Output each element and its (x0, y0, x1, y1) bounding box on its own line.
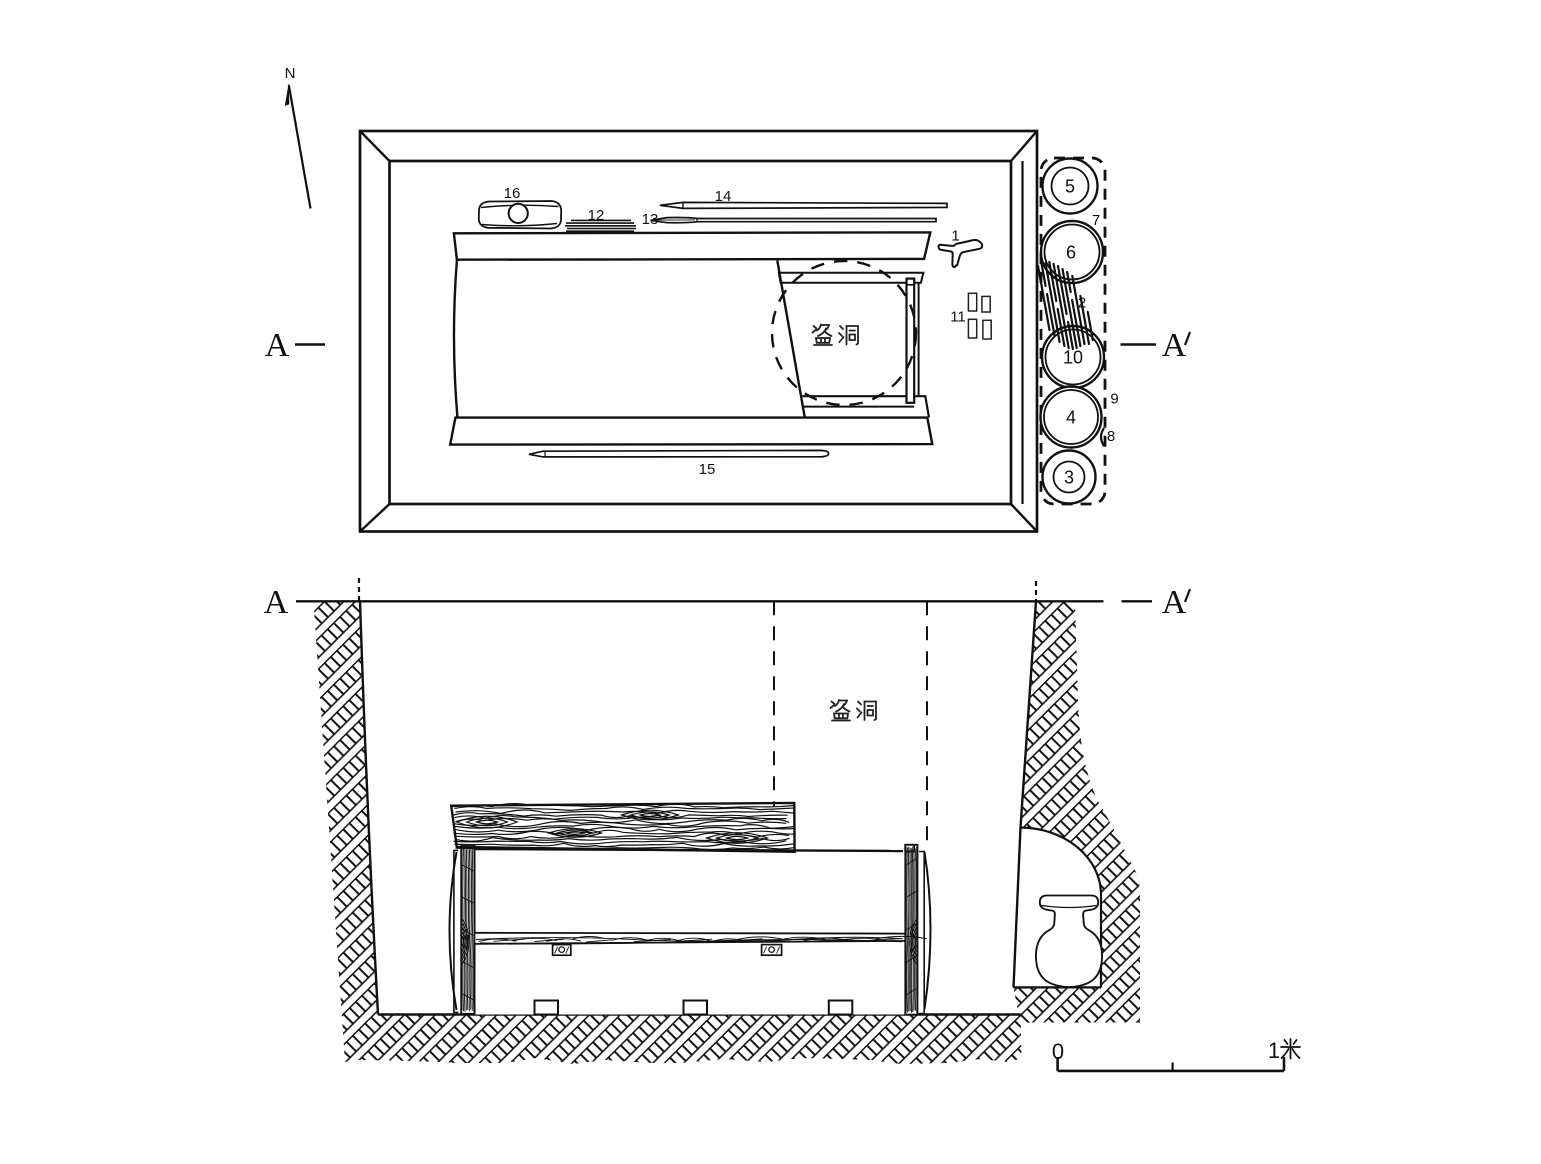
svg-text:4: 4 (1066, 408, 1076, 428)
svg-text:11: 11 (950, 309, 966, 326)
svg-text:1: 1 (951, 228, 959, 245)
svg-text:13: 13 (642, 211, 659, 228)
svg-text:A: A (1162, 584, 1187, 621)
svg-text:5: 5 (1065, 177, 1075, 197)
svg-text:N: N (285, 65, 296, 82)
svg-text:1: 1 (1268, 1038, 1280, 1063)
svg-text:12: 12 (588, 207, 605, 224)
svg-text:16: 16 (504, 185, 521, 202)
svg-text:3: 3 (1064, 468, 1074, 488)
svg-text:2: 2 (1078, 295, 1086, 312)
svg-text:7: 7 (1092, 212, 1100, 229)
svg-text:A: A (265, 327, 290, 364)
svg-text:9: 9 (1110, 391, 1118, 408)
svg-text:A: A (264, 584, 289, 621)
svg-text:6: 6 (1066, 243, 1076, 263)
svg-text:10: 10 (1063, 348, 1083, 368)
svg-text:A: A (1162, 327, 1187, 364)
svg-text:0: 0 (1052, 1039, 1064, 1064)
svg-text:15: 15 (699, 461, 716, 478)
svg-text:14: 14 (715, 188, 732, 205)
svg-text:8: 8 (1107, 428, 1115, 445)
